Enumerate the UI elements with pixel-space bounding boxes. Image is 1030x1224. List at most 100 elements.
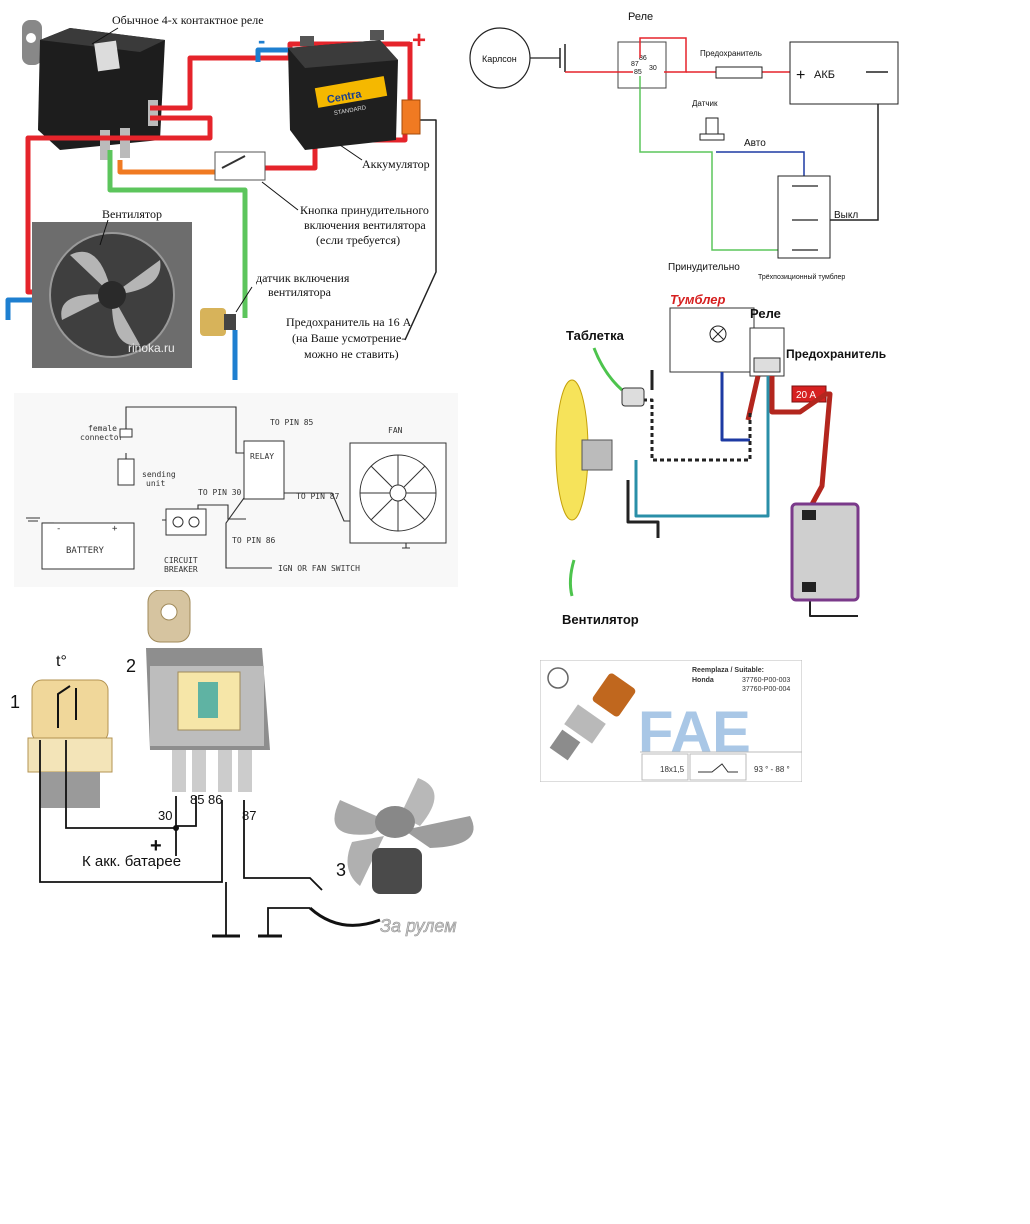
- num-3: 3: [336, 860, 346, 880]
- female-connector-2: connector: [80, 433, 124, 442]
- panel-tumbler-diagram: Тумблер Реле Предохранитель 20 A Таблетк…: [540, 290, 900, 630]
- orange-wire: [117, 160, 215, 175]
- num-1: 1: [10, 692, 20, 712]
- green-wire: [107, 150, 248, 318]
- fae-emblem: [547, 667, 569, 689]
- button-caption-3: (если требуется): [316, 233, 400, 247]
- photo-watermark: rinoka.ru: [128, 341, 175, 355]
- temp-sensor: [27, 679, 113, 808]
- fan-label: Вентилятор: [562, 612, 639, 627]
- toggle-schematic-wires: [565, 37, 879, 251]
- fae-label-svg: FAE Reemplaza / Suitable: Honda 37760-P0…: [539, 659, 803, 783]
- plus: +: [150, 835, 162, 857]
- switch-label: Трёхпозиционный тумблер: [758, 273, 845, 281]
- pin-30: 30: [649, 65, 657, 72]
- photo-wiring-svg: Обычное 4-х контактное реле Centra STAND…: [5, 13, 437, 380]
- karlson-label: Карлсон: [482, 54, 517, 64]
- sending-unit-symbol: [117, 458, 135, 486]
- pin-87: 87: [631, 61, 639, 68]
- tumbler-diagram-svg: Тумблер Реле Предохранитель 20 A Таблетк…: [555, 292, 886, 627]
- off-label: Выкл: [834, 210, 858, 221]
- illustrated-relay-svg: t° 1 2 3 30 85 86 87 + К акк. батарее: [10, 589, 474, 938]
- battery-minus: -: [56, 524, 61, 534]
- blue-wire: [716, 151, 805, 186]
- pin-85: 85: [190, 792, 204, 807]
- tumbler-wires: [626, 370, 858, 617]
- to-pin-30: TO PIN 30: [198, 488, 242, 497]
- to-pin-86: TO PIN 86: [232, 536, 276, 545]
- female-connector-1: female: [88, 424, 117, 433]
- sensor-caption-1: датчик включения: [256, 271, 350, 285]
- sensor-caption-2: вентилятора: [268, 285, 332, 299]
- to-battery: К акк. батарее: [82, 853, 181, 870]
- button-caption-2: включения вентилятора: [304, 218, 426, 232]
- panel-illustrated-relay: t° 1 2 3 30 85 86 87 + К акк. батарее: [0, 589, 490, 950]
- relay-box: [617, 41, 667, 89]
- teal-wire: [634, 376, 770, 518]
- fae-sensor-photo: [549, 673, 636, 761]
- minus-sign: -: [258, 28, 265, 53]
- relay-photo: [22, 20, 165, 160]
- tabletka-arrow: [592, 347, 623, 392]
- plus-sign: +: [412, 27, 426, 54]
- fuse-label: Предохранитель: [700, 49, 762, 58]
- dark-red-wire-2: [769, 376, 833, 510]
- battery-model: STANDARD: [334, 105, 368, 117]
- fan-cable: [308, 906, 381, 927]
- panel-fae-label: FAE Reemplaza / Suitable: Honda 37760-P0…: [539, 659, 803, 783]
- switch-symbol: [698, 763, 738, 773]
- thread-size: 18x1,5: [660, 765, 685, 774]
- fuse-caption-2: (на Ваше усмотрение-: [292, 331, 405, 345]
- sending-unit-2: unit: [146, 479, 165, 488]
- auto-label: Авто: [744, 138, 766, 149]
- button-caption-1: Кнопка принудительного: [300, 203, 429, 217]
- pin-30: 30: [158, 808, 172, 823]
- fuse-photo: [401, 99, 421, 135]
- fuse-lead: [404, 119, 437, 341]
- fan-illustration: [334, 778, 474, 894]
- to-pin-85: TO PIN 85: [270, 418, 314, 427]
- num-2: 2: [126, 656, 136, 676]
- battery-label: BATTERY: [66, 546, 105, 556]
- english-schematic-svg: female connector sending unit TO PIN 85 …: [14, 393, 458, 587]
- pin-86: 86: [208, 792, 222, 807]
- fuse-caption-3: можно не ставить): [304, 347, 399, 361]
- circuit-breaker-2: BREAKER: [164, 565, 198, 574]
- pin-87: 87: [242, 808, 256, 823]
- panel-photo-wiring: Обычное 4-х контактное реле Centra STAND…: [0, 0, 460, 385]
- circuit-breaker-symbol: [165, 508, 207, 536]
- three-position-switch: [777, 175, 831, 259]
- akb-plus: +: [796, 67, 805, 84]
- relay-illustration: [146, 589, 270, 792]
- pin-85: 85: [634, 69, 642, 76]
- temp-range: 93 ° - 88 °: [754, 765, 790, 774]
- battery-caption: Аккумулятор: [362, 157, 430, 171]
- fan-caption: Вентилятор: [102, 207, 162, 221]
- relay-symbol: [243, 440, 285, 500]
- tabletka-label: Таблетка: [566, 328, 625, 343]
- temp-sensor-photo: [200, 308, 236, 336]
- tumbler-label: Тумблер: [670, 292, 725, 307]
- relay-label: RELAY: [250, 452, 274, 461]
- battery-symbol: [41, 522, 135, 570]
- dark-red-wire-1: [745, 375, 761, 421]
- akb-box: [789, 41, 899, 105]
- fuse-symbol: [715, 66, 763, 79]
- part-1: 37760-P00-003: [742, 677, 790, 684]
- fan-arrow: [568, 559, 576, 597]
- battery-plus: +: [112, 524, 118, 534]
- sensor-label: Датчик: [692, 99, 718, 108]
- pin-86: 86: [639, 55, 647, 62]
- dashed-wire: [636, 398, 752, 462]
- sending-unit-1: sending: [142, 470, 176, 479]
- black-wire-akb: [830, 72, 879, 221]
- panel-english-schematic: female connector sending unit TO PIN 85 …: [14, 393, 458, 587]
- blue-wire-battery: [255, 47, 296, 62]
- green-wire: [639, 76, 778, 251]
- circuit-breaker-1: CIRCUIT: [164, 556, 198, 565]
- fuse-caption-1: Предохранитель на 16 А: [286, 315, 412, 329]
- battery-photo: Centra STANDARD: [288, 30, 398, 150]
- reemplaza-label: Reemplaza / Suitable:: [692, 667, 764, 674]
- toggle-schematic-svg: Карлсон Реле 86 87 85 30 Предохранитель …: [469, 11, 899, 281]
- to-pin-87: TO PIN 87: [296, 492, 340, 501]
